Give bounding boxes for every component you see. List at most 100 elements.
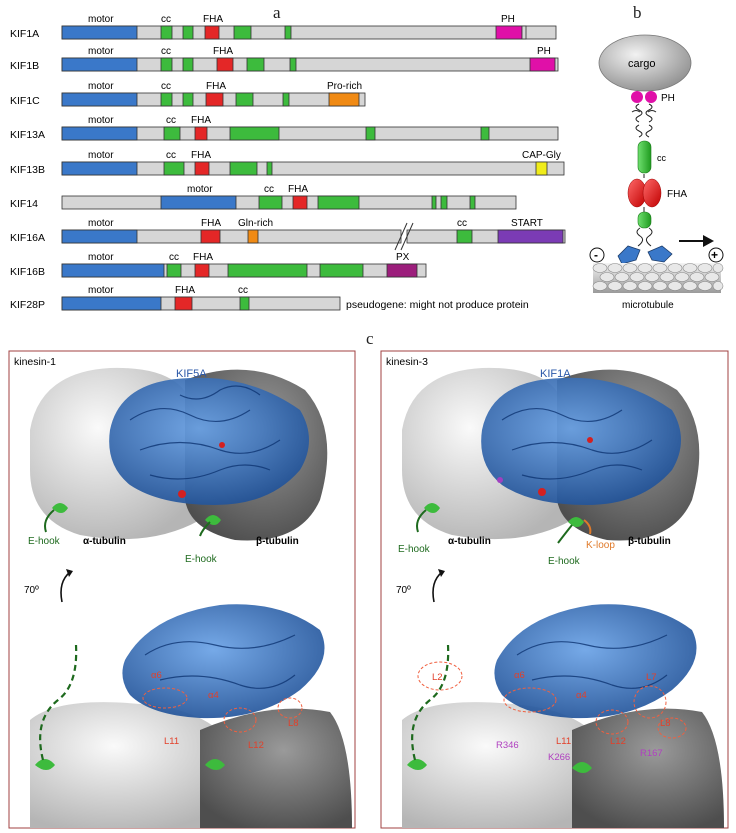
protein-row-kif13b: KIF13B motor cc FHA CAP-Gly	[10, 150, 565, 176]
fha-label: FHA	[667, 189, 687, 200]
cc-domain	[160, 57, 173, 72]
residue-label-l12: L12	[248, 740, 264, 751]
label-cap-gly: CAP-Gly	[522, 150, 561, 161]
residue-label-l2: L2	[432, 672, 443, 683]
linker	[631, 103, 657, 138]
label-start: START	[511, 218, 543, 229]
rotation-label: 70º	[396, 585, 411, 596]
cc-domain	[166, 263, 182, 278]
e-hook-label: E-hook	[28, 536, 61, 547]
cc-domain-shape	[637, 211, 652, 229]
motor-domain	[61, 229, 138, 244]
start-domain	[497, 229, 564, 244]
cc-domain	[284, 25, 292, 40]
label-cc: cc	[161, 81, 171, 92]
cc-domain	[182, 25, 194, 40]
cc-domain	[246, 57, 265, 72]
fha-domain	[174, 296, 193, 311]
motor-domain	[160, 195, 237, 210]
cc-domain	[317, 195, 360, 210]
label-cc: cc	[264, 184, 274, 195]
kinesin-schematic-panel: cargo PH cc FHA	[589, 34, 724, 311]
kinesin-motor-ribbon	[109, 377, 309, 505]
break-mark	[400, 222, 414, 251]
protein-row-kif14: KIF14 motor cc FHA	[10, 184, 517, 210]
label-fha: FHA	[191, 150, 211, 161]
cc-domain	[319, 263, 364, 278]
cc-domain	[163, 161, 185, 176]
label-motor: motor	[88, 285, 114, 296]
cc-domain	[227, 263, 308, 278]
label-motor: motor	[88, 150, 114, 161]
panel-label-a: a	[273, 3, 281, 22]
motor-domain	[61, 57, 138, 72]
label-fha: FHA	[288, 184, 308, 195]
label-motor: motor	[88, 81, 114, 92]
cap-gly-domain	[535, 161, 548, 176]
ph-domain	[495, 25, 523, 40]
label-ph: PH	[537, 46, 551, 57]
cc-domain	[229, 126, 280, 141]
label-fha: FHA	[175, 285, 195, 296]
cc-domain	[456, 229, 473, 244]
residue-label-alpha4: α4	[576, 690, 587, 701]
rotation-label: 70º	[24, 585, 39, 596]
protein-row-kif1c: KIF1C motor cc FHA Pro-rich	[10, 81, 366, 107]
cc-domain	[160, 25, 173, 40]
label-fha: FHA	[193, 252, 213, 263]
residue-label-alpha6: α6	[151, 670, 162, 681]
label-fha: FHA	[201, 218, 221, 229]
fha-domain	[194, 161, 210, 176]
label-fha: FHA	[206, 81, 226, 92]
beta-tubulin-surface	[200, 708, 352, 828]
px-domain	[386, 263, 418, 278]
cc-domain-shape	[637, 140, 652, 174]
label-motor: motor	[88, 252, 114, 263]
label-cc: cc	[166, 150, 176, 161]
label-motor: motor	[187, 184, 213, 195]
cc-domain	[229, 161, 258, 176]
alpha-tubulin-surface	[30, 702, 240, 828]
fha-domain	[194, 263, 210, 278]
cc-domain	[160, 92, 173, 107]
residue-label-l11: L11	[164, 736, 179, 747]
label-cc: cc	[161, 14, 171, 25]
protein-row-kif16b: KIF16B motor cc FHA PX	[10, 252, 427, 278]
basic-residue-k266: K266	[548, 752, 570, 763]
label-ph: PH	[501, 14, 515, 25]
cc-domain	[258, 195, 283, 210]
label-cc: cc	[166, 115, 176, 126]
protein-name: KIF14	[10, 198, 38, 210]
cc-domain	[266, 161, 273, 176]
ph-domain	[529, 57, 556, 72]
k-loop-label: K-loop	[586, 540, 615, 551]
microtubule-label: microtubule	[622, 300, 674, 311]
fha-domain	[292, 195, 308, 210]
protein-row-kif1b: KIF1B motor cc FHA PH	[10, 46, 559, 72]
protein-row-kif16a: KIF16A motor FHA Gln-rich cc START	[10, 218, 566, 251]
motor-domain	[61, 126, 138, 141]
plus-label: +	[711, 248, 718, 262]
alpha-tubulin-label: α-tubulin	[83, 536, 126, 547]
protein-row-kif1a: KIF1A motor cc FHA PH	[10, 14, 557, 40]
fha-domain	[194, 126, 208, 141]
cc-domain	[289, 57, 297, 72]
motor-head	[647, 245, 673, 263]
residue-label-l11: L11	[556, 736, 571, 747]
basic-residue-r346: R346	[496, 740, 519, 751]
panel-label-c: c	[366, 329, 374, 348]
panel-title: kinesin-3	[386, 356, 428, 368]
label-cc: cc	[457, 218, 467, 229]
beta-tubulin-surface	[572, 708, 724, 828]
motor-domain	[61, 161, 138, 176]
motor-domain	[61, 263, 165, 278]
pseudogene-note: pseudogene: might not produce protein	[346, 299, 529, 311]
gln-rich-domain	[247, 229, 259, 244]
neck-linker	[636, 227, 653, 247]
protein-row-kif28p: KIF28P motor FHA cc pseudogene: might no…	[10, 285, 529, 311]
cc-domain	[431, 195, 437, 210]
plus-end-marker	[708, 247, 724, 263]
basic-residue-r167: R167	[640, 748, 663, 759]
cargo-label: cargo	[628, 58, 656, 70]
ph-domain-shape	[645, 91, 657, 103]
